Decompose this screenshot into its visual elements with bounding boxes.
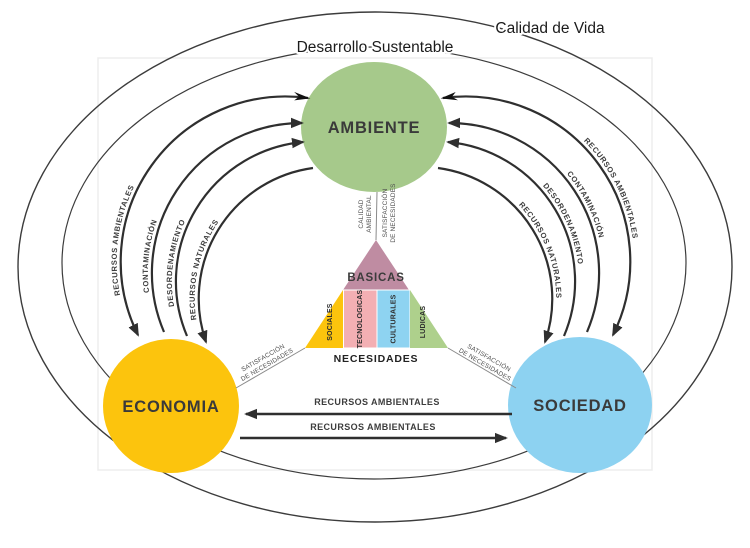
pyramid-ludicas-segment — [410, 290, 448, 348]
pyramid-culturales-segment — [376, 289, 411, 349]
pyramid-caption: NECESIDADES — [334, 353, 419, 365]
flow-arc-right-desordenamiento — [446, 137, 577, 337]
svg-text:SATISFACCIÓN: SATISFACCIÓN — [380, 188, 389, 237]
ambiente-label: AMBIENTE — [328, 119, 421, 137]
flow-label-to-economia: RECURSOS AMBIENTALES — [314, 397, 440, 407]
economia-label: ECONOMIA — [122, 398, 219, 416]
quality-of-life-title: Calidad de Vida — [495, 20, 605, 37]
flow-arc-left-contaminacion — [150, 117, 304, 333]
pyramid-basicas-label: BASICAS — [347, 272, 404, 284]
quality-of-life-ellipse — [17, 11, 733, 523]
pyramid-sociales-segment — [305, 290, 343, 348]
flow-arc-left-recursos-ambientales — [119, 91, 311, 337]
connector-economia-pyramid — [235, 347, 306, 389]
satisfaccion-top-label: SATISFACCIÓN DE NECESIDADES — [380, 183, 397, 242]
pyramid-tecnologicas-label: TECNOLOGICAS — [357, 289, 364, 348]
sociedad-label: SOCIEDAD — [533, 397, 627, 415]
sustainable-development-title: Desarrollo Sustentable — [297, 39, 454, 56]
pyramid-sociales-label: SOCIALES — [327, 303, 334, 341]
pyramid-basicas-segment — [343, 240, 409, 290]
connector-ambiente-pyramid — [375, 191, 378, 241]
pyramid-ludicas-label: LUDICAS — [420, 306, 427, 339]
pyramid-culturales-label: CULTURALES — [390, 294, 397, 343]
ambiente-circle — [301, 62, 447, 192]
sustainable-development-ellipse — [61, 46, 687, 480]
connector-sociedad-pyramid — [447, 347, 517, 389]
calidad-ambiental-label: CALIDAD AMBIENTAL — [358, 195, 373, 233]
flow-label-to-sociedad: RECURSOS AMBIENTALES — [310, 422, 436, 432]
svg-text:DE NECESIDADES: DE NECESIDADES — [390, 183, 397, 242]
flow-arc-right-recursos-naturales — [437, 166, 554, 344]
svg-text:AMBIENTAL: AMBIENTAL — [366, 195, 373, 233]
flow-arc-right-recursos-ambientales — [440, 91, 632, 337]
sociedad-circle — [508, 337, 652, 473]
svg-text:CALIDAD: CALIDAD — [358, 199, 365, 228]
flow-arc-right-contaminacion — [447, 117, 601, 333]
flow-arc-left-desordenamiento — [174, 137, 305, 337]
economia-circle — [103, 339, 239, 473]
flow-arc-left-recursos-naturales — [197, 166, 314, 344]
